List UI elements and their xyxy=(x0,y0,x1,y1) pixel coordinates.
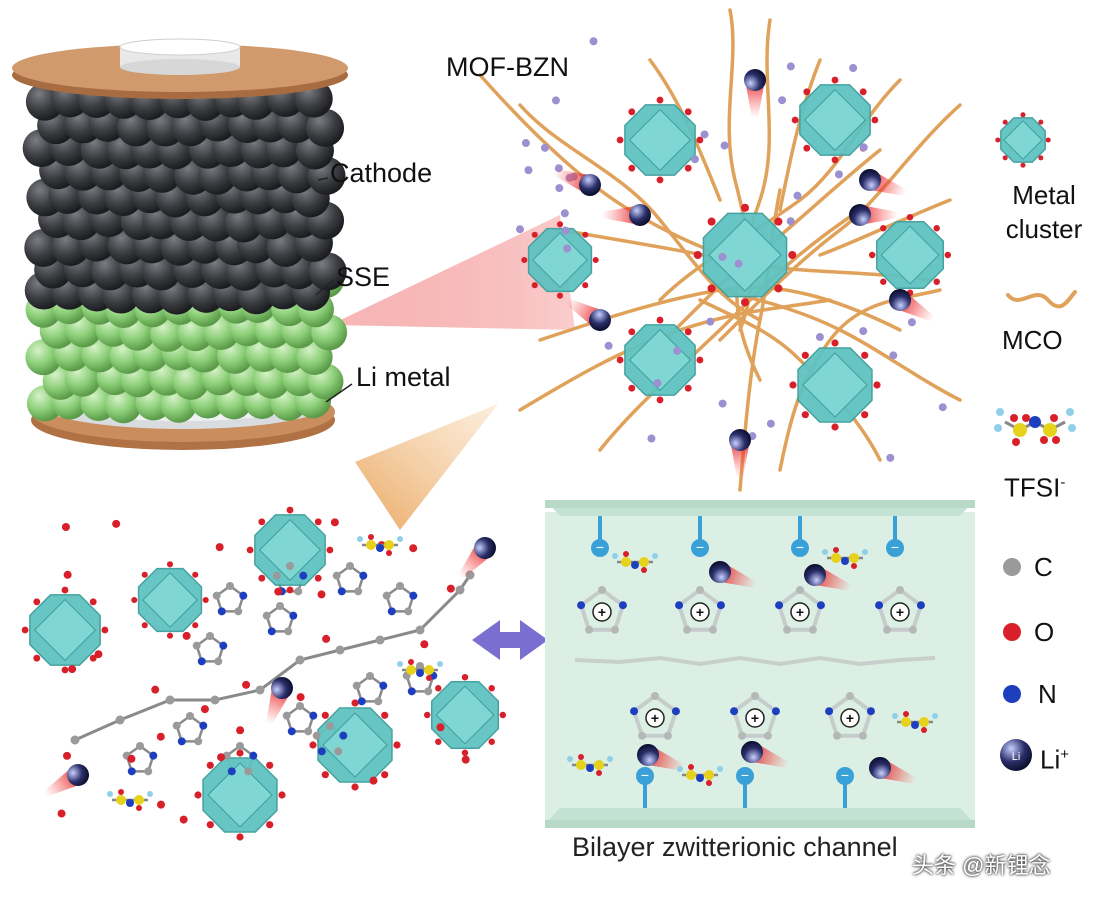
zoom-callout-red xyxy=(330,215,575,330)
legend-li-label: Li+ xyxy=(1040,738,1069,777)
svg-text:+: + xyxy=(846,710,854,726)
li-metal-label: Li metal xyxy=(356,362,451,392)
svg-text:−: − xyxy=(596,539,604,555)
svg-text:+: + xyxy=(796,604,804,620)
double-arrow xyxy=(472,620,548,660)
legend-icons: Li xyxy=(994,112,1077,771)
zwitterionic-channel: − − − − − − − + + + + + + + xyxy=(545,500,975,828)
svg-text:−: − xyxy=(891,539,899,555)
svg-text:−: − xyxy=(841,767,849,783)
watermark: 头条 @新锂念 xyxy=(912,853,1051,878)
li-text: Li xyxy=(1040,744,1061,775)
oxygen-atom-icon xyxy=(1003,623,1021,641)
tfsi-text: TFSI xyxy=(1004,472,1061,503)
li-ion-icon xyxy=(1000,739,1032,771)
svg-text:−: − xyxy=(696,539,704,555)
legend-o-label: O xyxy=(1034,617,1055,647)
legend-c-label: C xyxy=(1034,552,1053,582)
svg-text:−: − xyxy=(741,767,749,783)
tfsi-charge: - xyxy=(1060,474,1066,491)
svg-text:−: − xyxy=(641,767,649,783)
nitrogen-atom-icon xyxy=(1003,685,1021,703)
svg-text:+: + xyxy=(896,604,904,620)
mof-bzn-structure xyxy=(478,8,962,492)
legend-metal-cluster-label: Metal cluster xyxy=(1005,180,1083,244)
battery-stack xyxy=(12,38,353,450)
carbon-atom-icon xyxy=(1003,558,1021,576)
svg-text:Li: Li xyxy=(1012,751,1021,763)
sse-label: SSE xyxy=(336,262,391,292)
zwitterion-molecular-structure xyxy=(21,506,507,841)
zoom-callout-orange xyxy=(355,404,498,530)
mco-chain-icon xyxy=(1006,290,1077,309)
legend-mco-label: MCO xyxy=(1002,325,1063,355)
svg-text:+: + xyxy=(598,604,606,620)
svg-text:+: + xyxy=(751,710,759,726)
li-charge: + xyxy=(1060,746,1070,763)
channel-title: Bilayer zwitterionic channel xyxy=(572,832,898,862)
tfsi-molecule-icon xyxy=(994,408,1076,446)
metal-cluster-icon xyxy=(995,112,1051,168)
mof-bzn-label: MOF-BZN xyxy=(446,52,569,82)
legend-tfsi-label: TFSI- xyxy=(1004,466,1065,505)
svg-text:+: + xyxy=(651,710,659,726)
cathode-particles xyxy=(22,79,347,315)
svg-text:−: − xyxy=(796,539,804,555)
cathode-label: Cathode xyxy=(330,158,433,188)
legend-n-label: N xyxy=(1038,679,1057,709)
svg-text:+: + xyxy=(696,604,704,620)
